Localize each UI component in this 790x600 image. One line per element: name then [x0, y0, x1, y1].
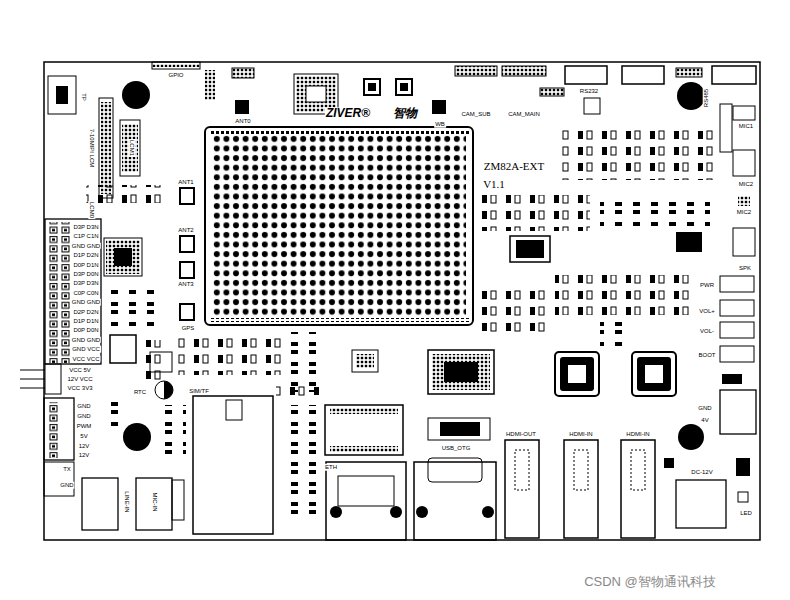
- silk-label: VCC 3V3: [66, 385, 93, 392]
- silk-label: DC-12V: [690, 469, 713, 476]
- silk-label: 12V: [78, 443, 91, 450]
- silk-label: MIC-IN: [152, 492, 159, 513]
- silk-label: ZM82A-EXT: [483, 160, 546, 172]
- silk-label: GPIO: [167, 72, 184, 79]
- silk-label: 4V: [700, 417, 709, 424]
- silk-label: 智物: [392, 107, 418, 120]
- silk-label: LED: [739, 510, 753, 517]
- silk-label: VOL-: [699, 328, 715, 335]
- silk-label: WB: [434, 121, 446, 128]
- silk-label: GND GND: [71, 337, 101, 344]
- silk-label: CAM_SUB: [460, 111, 491, 118]
- silk-label: PWR: [699, 282, 715, 289]
- silk-label: HDMI-OUT: [505, 431, 537, 438]
- silk-label: D1P D1N: [72, 318, 99, 325]
- silk-label: D0P D0N: [72, 327, 99, 334]
- silk-label: D1P D2N: [72, 252, 99, 259]
- watermark: CSDN @智物通讯科技: [583, 575, 717, 589]
- silk-label: ETH: [324, 464, 338, 471]
- silk-label: MIC2: [736, 209, 752, 216]
- silk-label: LINE-IN: [124, 490, 131, 513]
- silk-label: RS485: [703, 88, 710, 108]
- silk-label: GND: [76, 403, 91, 410]
- silk-label: 12V VCC: [66, 376, 93, 383]
- silk-label: VCC VCC: [71, 355, 100, 362]
- silk-label: ANT2: [177, 227, 194, 234]
- silk-label: C1P C1N: [72, 233, 99, 240]
- silk-label: 5V: [79, 433, 88, 440]
- silk-label: HDMI-IN: [568, 431, 593, 438]
- silk-label: SIM/TF: [188, 388, 210, 395]
- silk-label: PWM: [76, 423, 93, 430]
- silk-label: SPK: [738, 265, 752, 272]
- silk-label: ANT1: [177, 179, 194, 186]
- silk-label: TP: [81, 92, 88, 102]
- silk-label: V1.1: [482, 178, 506, 190]
- silk-label: GND GND: [71, 299, 101, 306]
- silk-label: GPS: [181, 325, 196, 332]
- silk-label: ANT3: [177, 281, 194, 288]
- silk-label: C0P C0N: [72, 290, 99, 297]
- silk-label: VOL+: [698, 308, 716, 315]
- silk-label: D0P D1N: [72, 261, 99, 268]
- silk-label: LCM0: [89, 201, 96, 219]
- silk-label: CAM_MAIN: [507, 111, 541, 118]
- silk-label: VCC 5V: [68, 367, 92, 374]
- silk-label: GND: [697, 405, 712, 412]
- silk-label: D3P D3N: [72, 224, 99, 231]
- silk-label: TX: [62, 466, 72, 473]
- silk-label: MIC1: [738, 123, 754, 130]
- silk-label: D2P D2N: [72, 308, 99, 315]
- silk-label: 7-10MIPI LCM: [89, 128, 96, 169]
- silk-label: USB_OTG: [441, 445, 472, 452]
- silk-label: GND: [59, 482, 74, 489]
- silk-label: GND VCC: [71, 346, 101, 353]
- silk-label: D3P D3N: [72, 280, 99, 287]
- silk-label: LCM1: [129, 139, 136, 157]
- silk-label: GND GND: [71, 243, 101, 250]
- silk-label: MIC2: [738, 181, 754, 188]
- silk-label: D3P D0N: [72, 271, 99, 278]
- silk-label: ANT0: [234, 118, 251, 125]
- silk-label: RTC: [133, 389, 147, 396]
- silk-label: RS232: [579, 88, 599, 95]
- silk-label: ZIVER®: [325, 107, 371, 120]
- silk-label: BOOT: [697, 352, 716, 359]
- silk-label: 12V: [78, 452, 91, 459]
- silk-label: GND: [76, 413, 91, 420]
- silk-label: HDMI-IN: [625, 431, 650, 438]
